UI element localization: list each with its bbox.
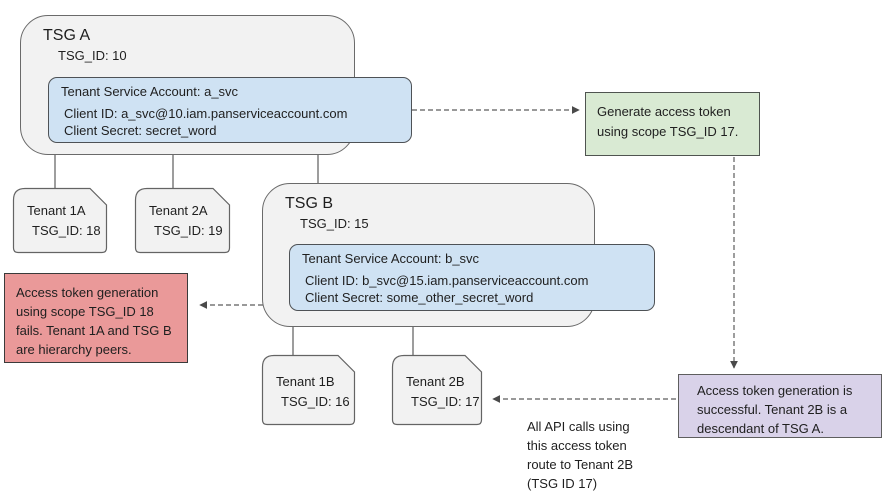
tsg-b-service-account-title: Tenant Service Account: b_svc (302, 251, 480, 266)
tsg-a-client-secret: Client Secret: secret_word (64, 122, 217, 138)
tsg-a-client-id: Client ID: a_svc@10.iam.panserviceaccoun… (64, 106, 348, 121)
tsg-b-title: TSG B (285, 195, 334, 212)
tenant-2a-shape (134, 187, 231, 254)
tsg-b-service-account-box: Tenant Service Account: b_svc Client ID:… (289, 244, 655, 311)
tenant-2b-name: Tenant 2B (406, 374, 465, 389)
tenant-2b-label: Tenant 2B TSG_ID: 17 (392, 355, 482, 425)
tsg-a-id: TSG_ID: 10 (58, 48, 127, 63)
tsg-b-client-secret: Client Secret: some_other_secret_word (305, 289, 534, 305)
tenant-1b-name: Tenant 1B (276, 374, 335, 389)
tsg-b-client-id: Client ID: b_svc@15.iam.panserviceaccoun… (305, 273, 589, 288)
tenant-1b-label: Tenant 1B TSG_ID: 16 (262, 355, 355, 425)
tsg-b-id: TSG_ID: 15 (300, 216, 369, 231)
tenant-1a-label: Tenant 1A TSG_ID: 18 (13, 188, 107, 253)
tsg-a-service-account-title: Tenant Service Account: a_svc (61, 84, 239, 99)
tsg-a-title: TSG A (43, 27, 91, 44)
failure-note: Access token generation using scope TSG_… (4, 273, 188, 363)
tenant-2b-shape (391, 354, 483, 426)
routing-note: All API calls using this access token ro… (527, 419, 634, 491)
tsg-a-service-account-box: Tenant Service Account: a_svc Client ID:… (48, 77, 412, 143)
success-note: Access token generation is successful. T… (678, 374, 882, 438)
tenant-2a-label: Tenant 2A TSG_ID: 19 (135, 188, 230, 253)
tenant-1a-shape (12, 187, 108, 254)
tenant-1b-shape (261, 354, 356, 426)
tenant-1a-name: Tenant 1A (27, 203, 86, 218)
tenant-2a-name: Tenant 2A (149, 203, 208, 218)
generate-token-note: Generate access token using scope TSG_ID… (585, 92, 760, 156)
tenant-1b-id: TSG_ID: 16 (281, 394, 350, 409)
tenant-2b-id: TSG_ID: 17 (411, 394, 480, 409)
tenant-1a-id: TSG_ID: 18 (32, 223, 101, 238)
tenant-2a-id: TSG_ID: 19 (154, 223, 223, 238)
